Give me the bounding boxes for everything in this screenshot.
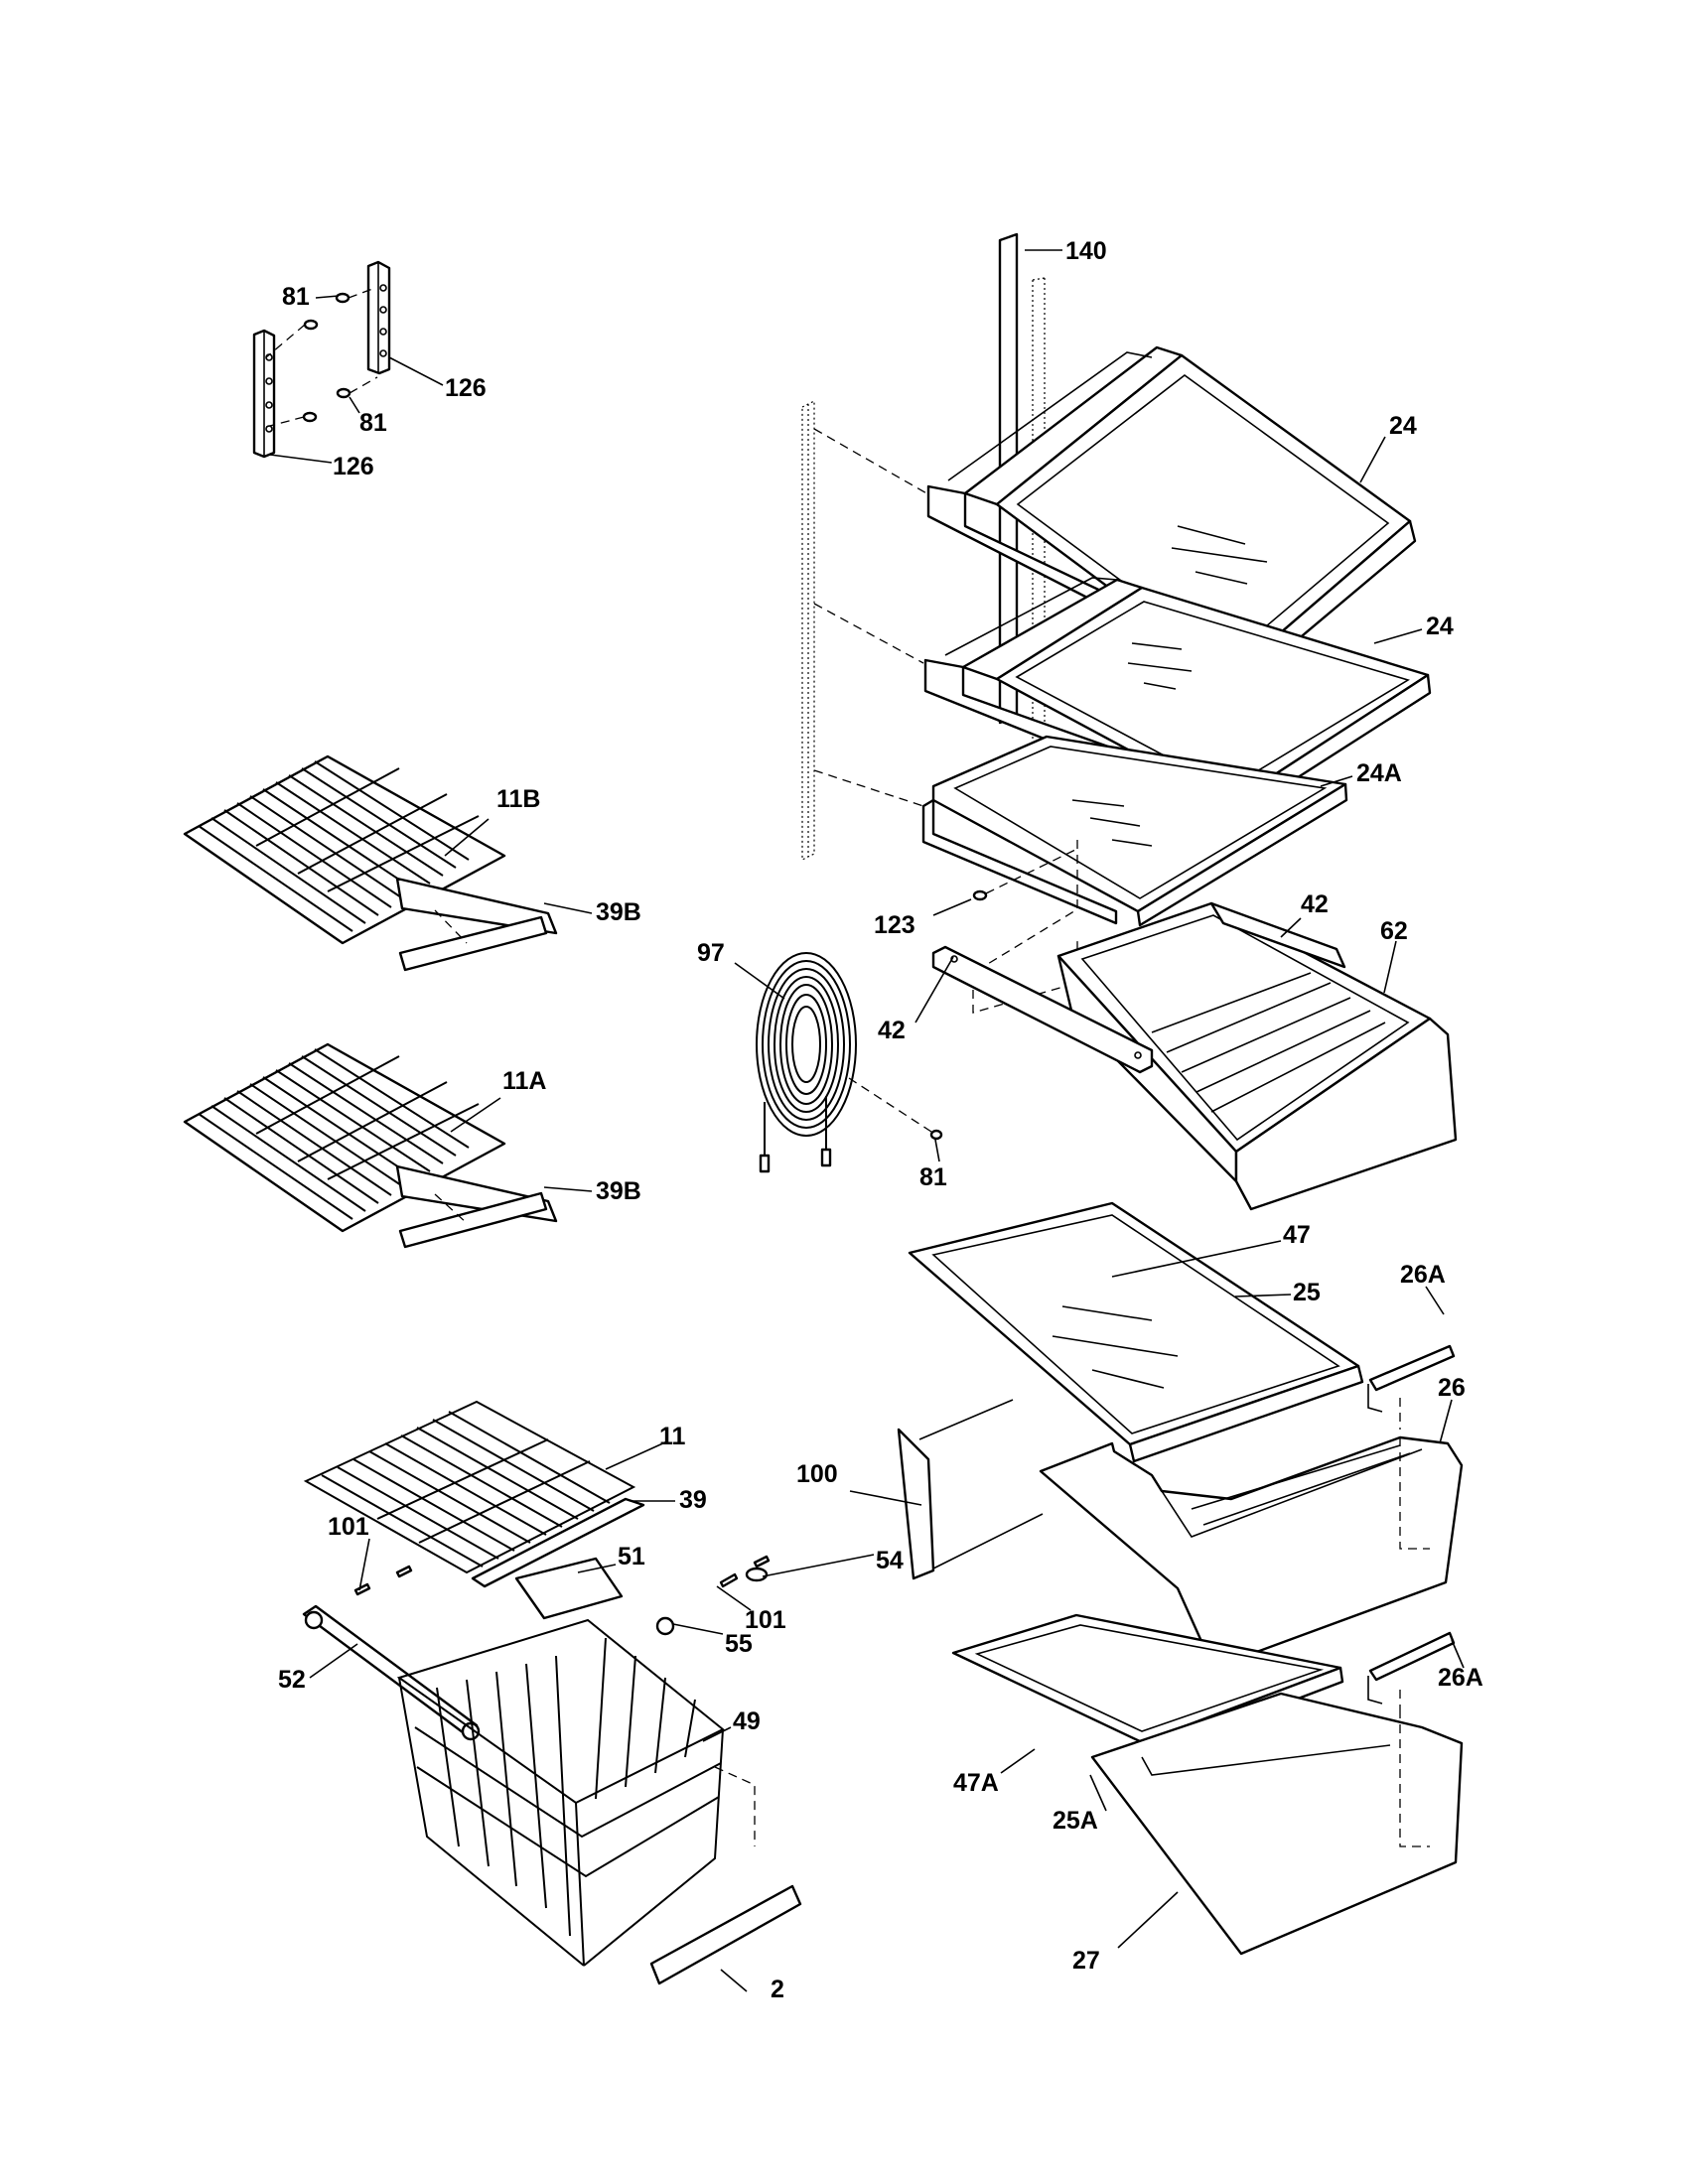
callout-97: 97 xyxy=(697,939,725,967)
basket-front-trim-2 xyxy=(649,1766,802,1985)
callout-47A: 47A xyxy=(953,1769,999,1797)
left-ladder-rail-dotted xyxy=(801,400,815,861)
callout-81: 81 xyxy=(359,409,387,437)
shelf-support-bracket-front xyxy=(252,329,276,459)
callout-52: 52 xyxy=(278,1666,306,1694)
callout-47: 47 xyxy=(1283,1221,1311,1249)
wire-shelf-11B xyxy=(183,754,558,945)
callout-24: 24 xyxy=(1389,412,1417,440)
callout-49: 49 xyxy=(733,1707,761,1735)
callout-100: 100 xyxy=(796,1460,838,1488)
callout-26A: 26A xyxy=(1400,1261,1446,1289)
divider-100 xyxy=(897,1399,1044,1580)
bracket-screws xyxy=(265,287,378,428)
callout-126: 126 xyxy=(333,453,374,480)
callout-11A: 11A xyxy=(502,1067,546,1095)
screw-81-coil xyxy=(848,1077,943,1141)
glass-shelf-bottom xyxy=(921,735,1348,927)
water-tubing-coil xyxy=(756,952,857,1173)
screw-123 xyxy=(972,848,1078,901)
wire-shelf-11 xyxy=(303,1400,636,1574)
basket-slide-51 xyxy=(514,1557,624,1620)
callout-39B: 39B xyxy=(596,898,641,926)
slide-roller-55 xyxy=(655,1616,675,1636)
callout-26A: 26A xyxy=(1438,1664,1483,1692)
callout-54: 54 xyxy=(876,1547,904,1574)
leader-lines xyxy=(269,249,1465,1992)
callout-26: 26 xyxy=(1438,1374,1466,1402)
shelf-support-bracket-rear xyxy=(366,260,391,375)
crisper-drawer-top xyxy=(1039,1435,1464,1670)
callout-27: 27 xyxy=(1072,1947,1100,1975)
shelf-trims-39B xyxy=(398,909,548,1249)
basket-slide-52 xyxy=(302,1604,481,1741)
callout-25: 25 xyxy=(1293,1279,1321,1306)
callout-25A: 25A xyxy=(1053,1807,1098,1835)
slide-stop-54 xyxy=(745,1567,769,1582)
callout-42: 42 xyxy=(878,1017,906,1044)
callout-24A: 24A xyxy=(1356,759,1402,787)
callout-126: 126 xyxy=(445,374,487,402)
callout-39B: 39B xyxy=(596,1177,641,1205)
crisper-drawer-bottom xyxy=(1090,1692,1464,1956)
wire-shelf-11A xyxy=(183,1042,558,1233)
callout-62: 62 xyxy=(1380,917,1408,945)
callout-11B: 11B xyxy=(496,785,540,813)
drawer-rail-left xyxy=(931,945,1154,1074)
crisper-cover-supports-26A xyxy=(1367,1344,1456,1709)
callout-101: 101 xyxy=(328,1513,369,1541)
callout-42: 42 xyxy=(1301,890,1329,918)
callout-labels: 140 81 126 81 126 24 24 24A 11B 39B 42 6… xyxy=(278,237,1483,2003)
callout-101: 101 xyxy=(745,1606,786,1634)
crisper-cover-top xyxy=(908,1201,1364,1463)
callout-55: 55 xyxy=(725,1630,753,1658)
callout-2: 2 xyxy=(771,1976,784,2003)
shelf-trim-39 xyxy=(471,1497,645,1588)
screws-101 xyxy=(353,1555,771,1596)
freezer-basket-49 xyxy=(396,1618,725,1967)
callout-11: 11 xyxy=(659,1423,686,1450)
callout-123: 123 xyxy=(874,911,915,939)
callout-24: 24 xyxy=(1426,613,1454,640)
callout-81: 81 xyxy=(282,283,310,311)
callout-51: 51 xyxy=(618,1543,645,1570)
callout-81: 81 xyxy=(919,1163,947,1191)
callout-140: 140 xyxy=(1065,237,1107,265)
callout-39: 39 xyxy=(679,1486,707,1514)
